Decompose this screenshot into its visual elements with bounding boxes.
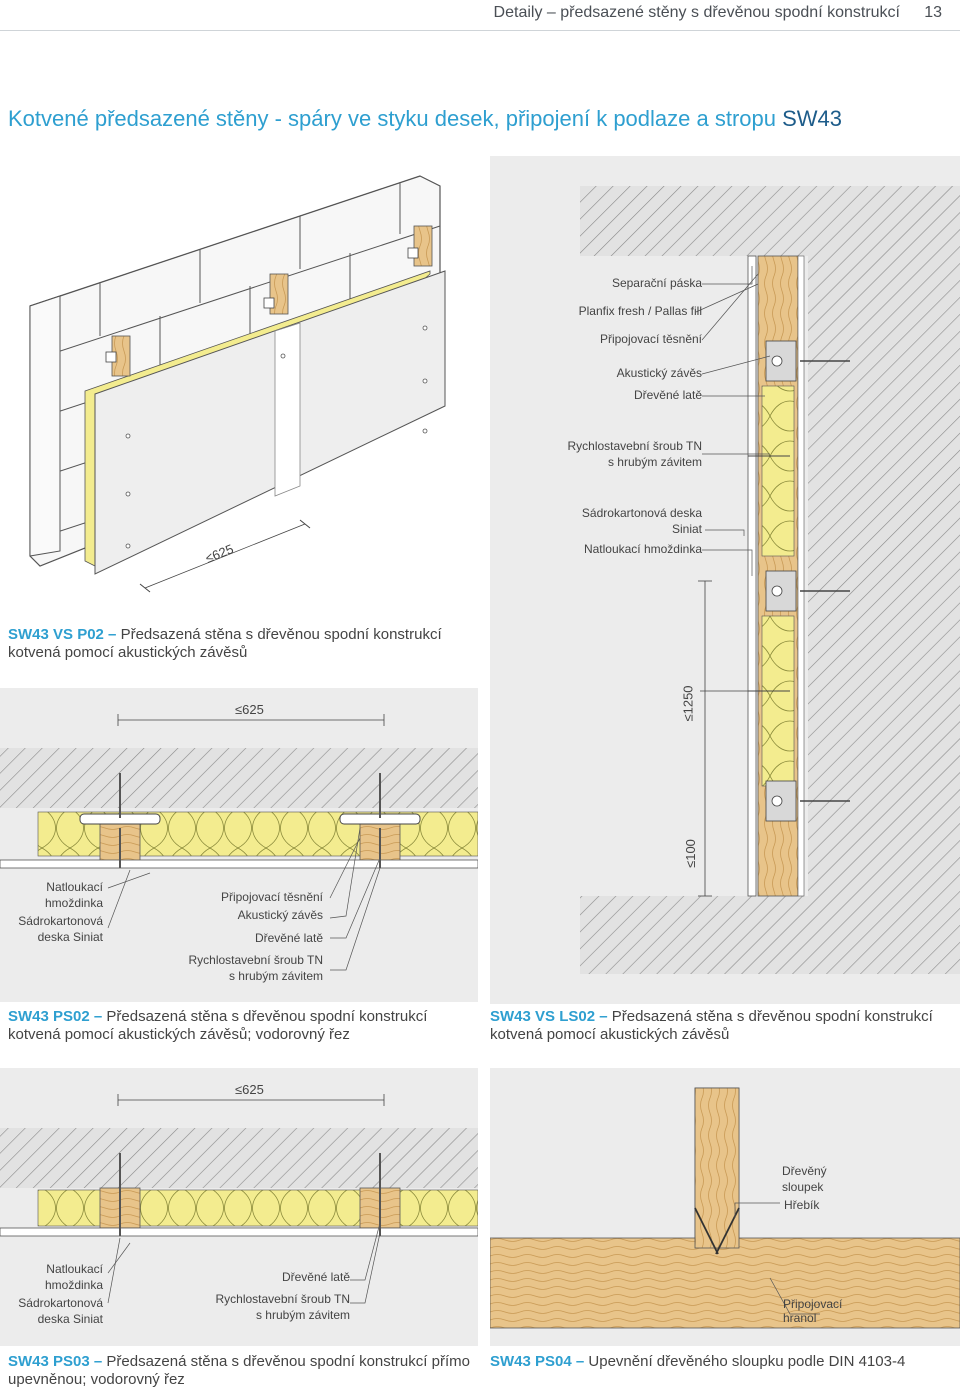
vs-caption-dash: – [595, 1008, 612, 1025]
ps03-right-label-0: Dřevěné latě [281, 1270, 350, 1284]
page-title-text: Kotvené předsazené stěny - spáry ve styk… [8, 106, 783, 131]
figure-ps04-caption: SW43 PS04 – Upevnění dřevěného sloupku p… [490, 1353, 960, 1371]
ps02-right-label-0: Připojovací těsnění [220, 890, 323, 904]
figure-ps03-panel: ≤625 Natloukací hmoždinka Sádrokartonová… [0, 1068, 478, 1346]
ps03-caption-code: SW43 PS03 [8, 1353, 90, 1370]
ps03-dim-625: ≤625 [235, 1082, 264, 1097]
ps02-right-label-3: Rychlostavební šroub TN [188, 953, 323, 967]
iso-caption-dash: – [103, 626, 121, 643]
header-title: Detaily – předsazené stěny s dřevěnou sp… [493, 4, 900, 21]
ps04-caption-code: SW43 PS04 [490, 1353, 572, 1370]
ps04-label-hrebik: Hřebík [784, 1198, 820, 1212]
ps03-left-label-3: deska Siniat [37, 1312, 103, 1326]
ps03-right-label-2: s hrubým závitem [255, 1308, 350, 1322]
figure-ps02-panel: ≤625 Natloukací hmoždinka Sádrokartonová… [0, 688, 478, 1002]
ps04-label-hranol-0: Připojovací [783, 1297, 843, 1311]
ps04-drawing [490, 1087, 960, 1329]
ps04-label-sloupek-0: Dřevěný [782, 1164, 827, 1178]
ps02-dim-625: ≤625 [235, 702, 264, 717]
figure-vs-ls02-panel: Separační páska Planfix fresh / Pallas f… [490, 156, 960, 1004]
figure-ps03-caption: SW43 PS03 – Předsazená stěna s dřevěnou … [8, 1353, 478, 1389]
vs-label-sroub2: s hrubým závitem [607, 455, 702, 469]
vs-label-separacni: Separační páska [611, 276, 702, 290]
iso-drawing [29, 175, 446, 593]
vs-dim-1250: ≤1250 [680, 685, 696, 722]
ps03-left-label-0: Natloukací [46, 1262, 103, 1276]
ps02-left-label-3: deska Siniat [37, 930, 103, 944]
iso-caption-text: Předsazená stěna s dřevěnou spodní konst… [8, 626, 442, 661]
page-header: Detaily – předsazené stěny s dřevěnou sp… [0, 0, 960, 31]
iso-caption-code: SW43 VS P02 [8, 626, 104, 643]
vs-dim-100: ≤100 [682, 839, 698, 868]
ps03-left-label-1: hmoždinka [44, 1278, 103, 1292]
vs-label-deska: Sádrokartonová deska [581, 506, 702, 520]
ps02-left-label-1: hmoždinka [44, 896, 103, 910]
page-title-code: SW43 [782, 106, 843, 131]
ps03-caption-text: Předsazená stěna s dřevěnou spodní konst… [8, 1353, 470, 1388]
ps02-caption-dash: – [89, 1008, 107, 1025]
figure-vs-ls02-caption: SW43 VS LS02 – Předsazená stěna s dřevěn… [490, 1008, 950, 1044]
ps02-caption-code: SW43 PS02 [8, 1008, 90, 1025]
ps04-caption-dash: – [571, 1353, 589, 1370]
vs-label-late: Dřevěné latě [633, 388, 702, 402]
ps03-drawing [0, 1094, 478, 1304]
figure-iso-caption: SW43 VS P02 – Předsazená stěna s dřevěno… [8, 626, 468, 662]
vs-label-zaves: Akustický závěs [616, 366, 702, 380]
ps02-right-label-1: Akustický závěs [237, 908, 323, 922]
figure-ps02-caption: SW43 PS02 – Předsazená stěna s dřevěnou … [8, 1008, 478, 1044]
figure-ps04-panel: Dřevěný sloupek Hřebík Připojovací hrano… [490, 1068, 960, 1346]
ps03-left-label-2: Sádrokartonová [18, 1296, 103, 1310]
ps04-label-hranol-1: hranol [783, 1311, 817, 1325]
ps02-drawing [0, 714, 478, 971]
ps02-right-label-4: s hrubým závitem [228, 969, 323, 983]
vs-label-hmozdinka: Natloukací hmoždinka [583, 542, 702, 556]
ps02-right-label-2: Dřevěné latě [254, 931, 323, 945]
vs-caption-text: Předsazená stěna s dřevěnou spodní konst… [490, 1008, 933, 1043]
vs-ls02-drawing [580, 186, 960, 974]
page-title: Kotvené předsazené stěny - spáry ve styk… [8, 106, 842, 132]
ps04-label-sloupek-1: sloupek [782, 1180, 824, 1194]
ps02-caption-text: Předsazená stěna s dřevěnou spodní konst… [8, 1008, 428, 1043]
ps04-caption-text: Upevnění dřevěného sloupku podle DIN 410… [588, 1353, 906, 1370]
ps03-caption-dash: – [89, 1353, 107, 1370]
figure-iso-panel: ≤625 [0, 156, 480, 616]
ps02-left-label-0: Natloukací [46, 880, 103, 894]
vs-label-sroub: Rychlostavební šroub TN [567, 439, 702, 453]
vs-label-siniat: Siniat [671, 522, 702, 536]
vs-label-tesneni: Připojovací těsnění [599, 332, 702, 346]
ps02-left-label-2: Sádrokartonová [18, 914, 103, 928]
ps03-right-label-1: Rychlostavební šroub TN [215, 1292, 350, 1306]
vs-caption-code: SW43 VS LS02 [490, 1008, 596, 1025]
vs-label-planfix: Planfix fresh / Pallas fill [578, 304, 702, 318]
page-number: 13 [924, 4, 942, 21]
